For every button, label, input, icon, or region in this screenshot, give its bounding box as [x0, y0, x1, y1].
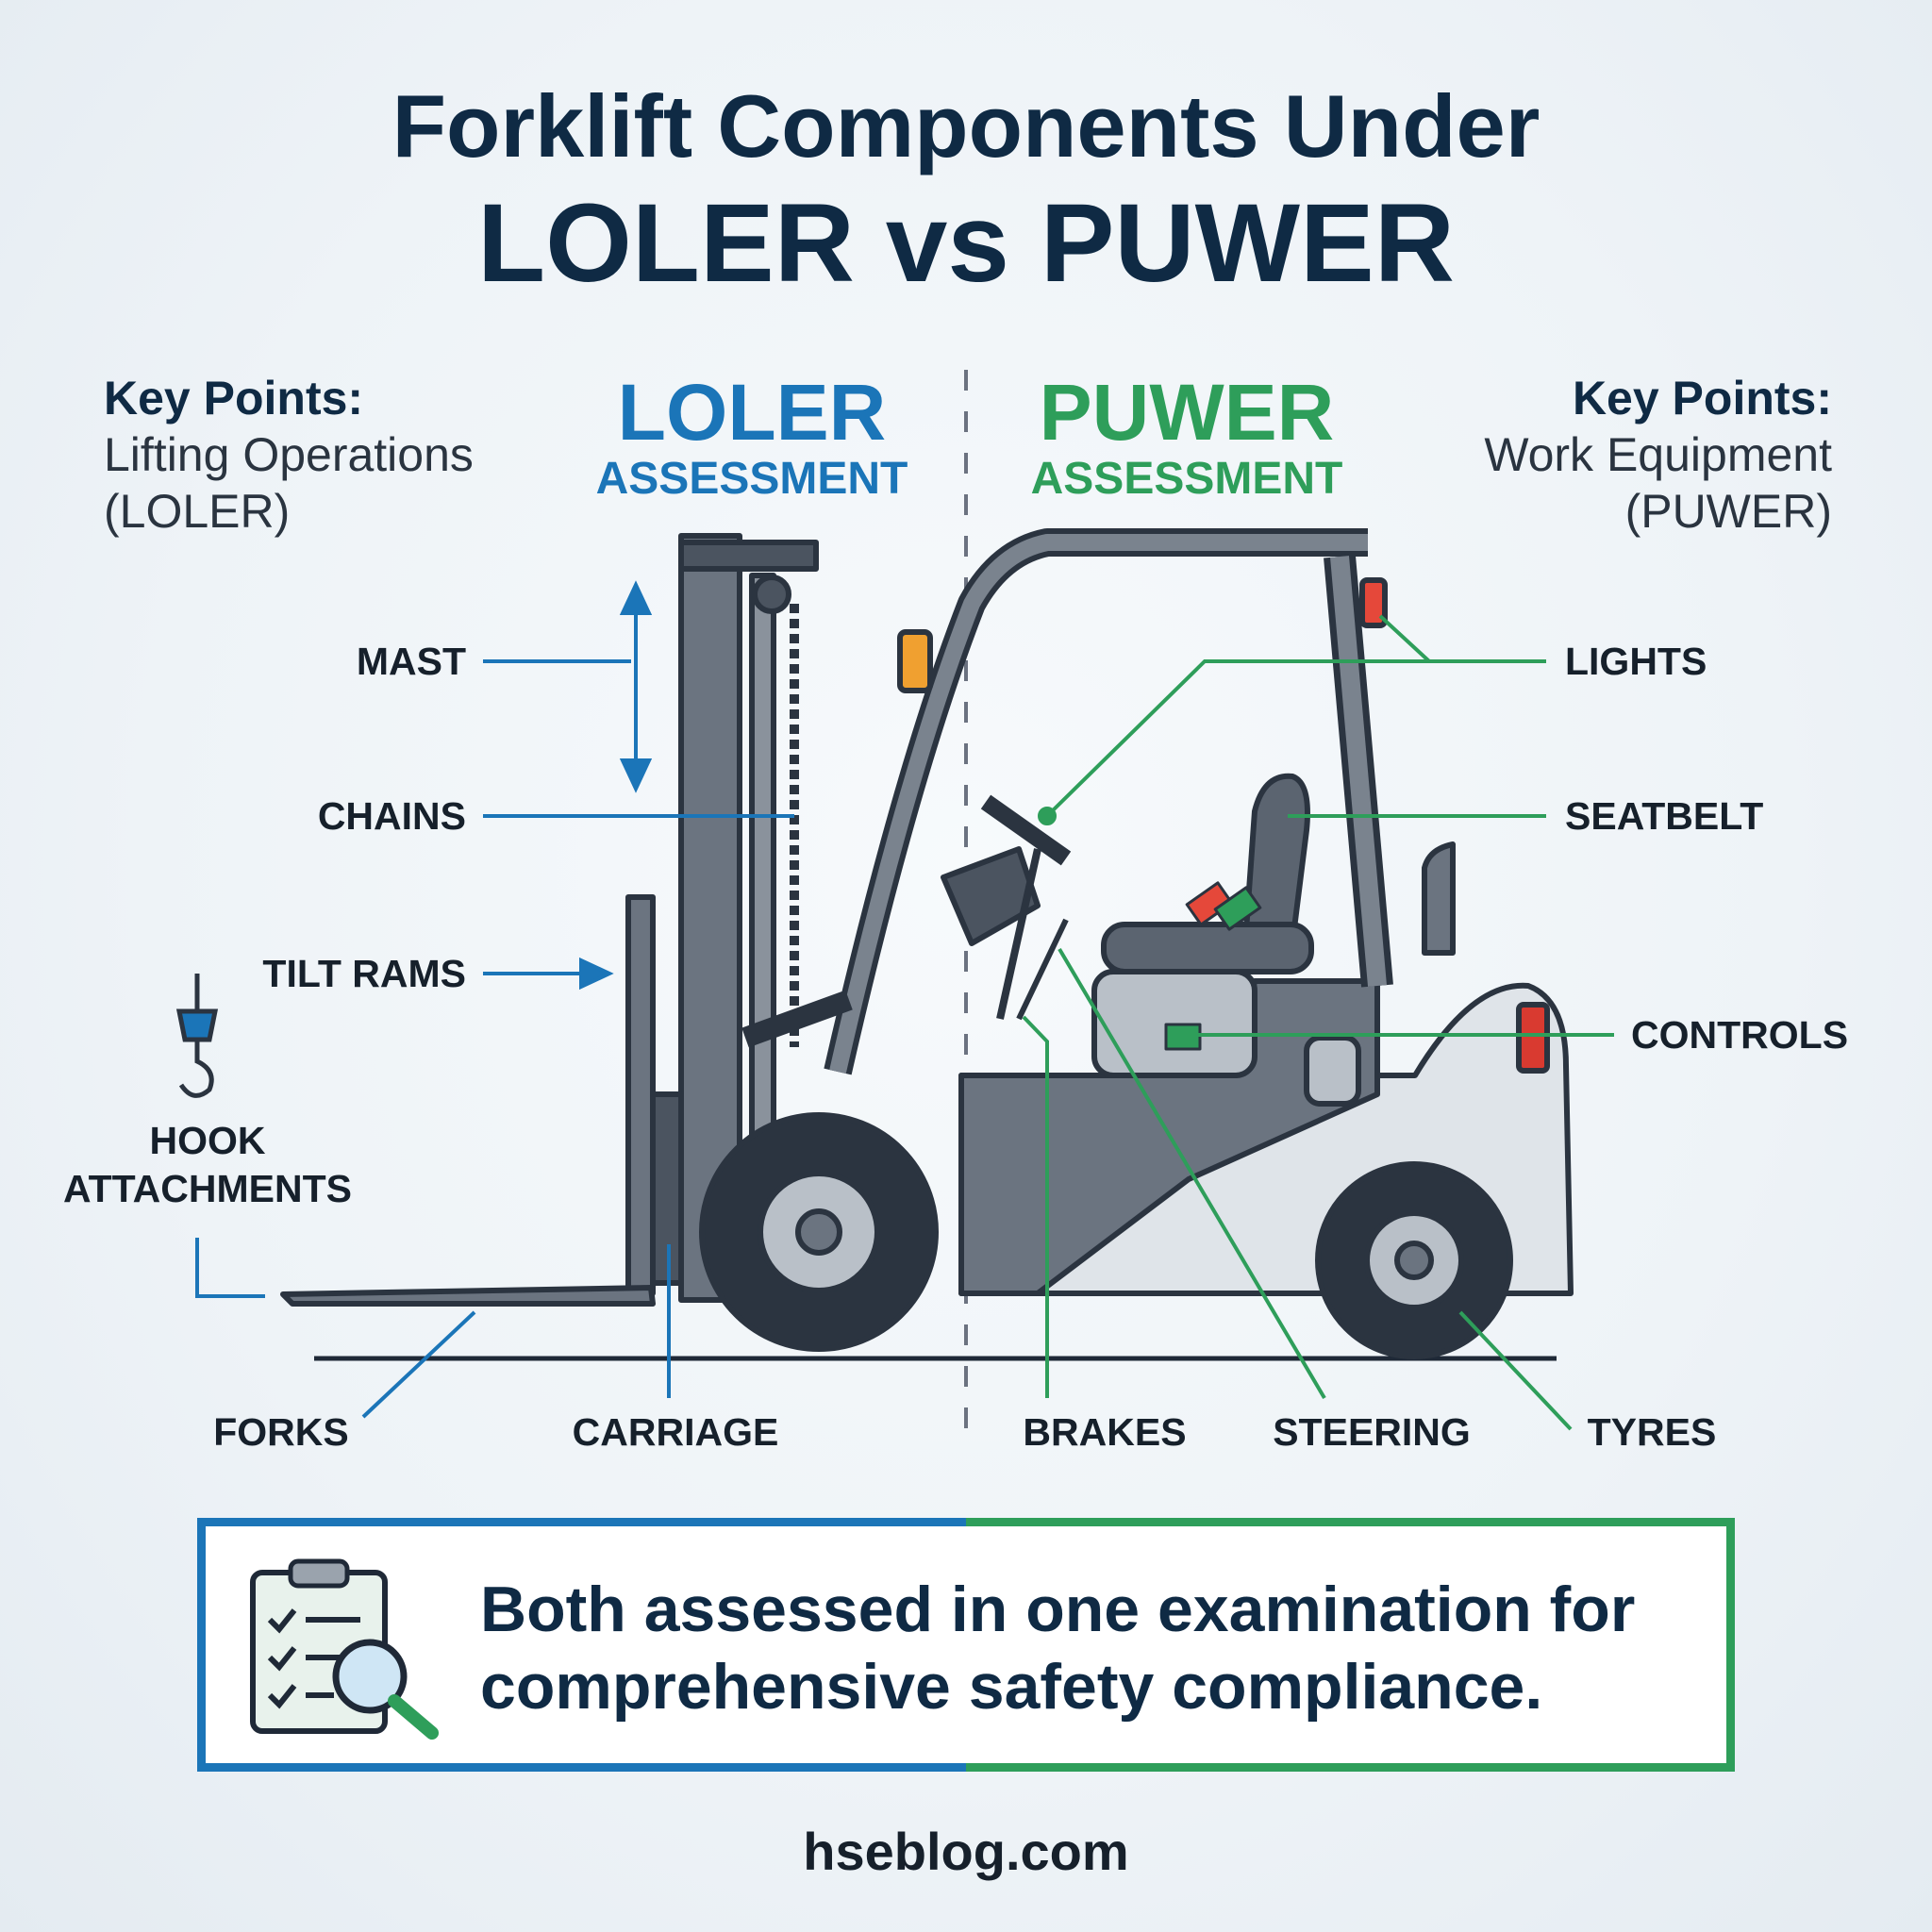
label-seatbelt: SEATBELT [1565, 794, 1764, 838]
summary-line-2: comprehensive safety compliance. [480, 1651, 1543, 1723]
tyres-leader [1458, 1310, 1573, 1431]
summary-box [197, 1518, 1735, 1772]
front-light [897, 629, 933, 693]
fuel-cap [1304, 1035, 1361, 1107]
puwer-subtitle: ASSESSMENT [1030, 454, 1343, 504]
tilt-ram [741, 990, 853, 1048]
puwer-key-points: Key Points: Work Equipment (PUWER) [1484, 370, 1832, 540]
hook-attachments-leader [195, 1238, 265, 1298]
loler-title: LOLER [617, 368, 887, 457]
hook-icon [175, 974, 219, 1098]
label-carriage: CARRIAGE [572, 1410, 779, 1454]
key-points-heading: Key Points: [1572, 372, 1832, 425]
steering-column [941, 846, 1041, 946]
label-steering: STEERING [1273, 1410, 1471, 1454]
label-attachments: ATTACHMENTS [63, 1167, 352, 1210]
clipboard-magnifier-icon [250, 1558, 439, 1740]
puwer-assessment-heading: PUWER ASSESSMENT [989, 370, 1385, 504]
seat-cushion [1101, 922, 1314, 974]
label-lights: LIGHTS [1565, 640, 1707, 683]
loler-leader-lines [195, 580, 794, 1419]
key-points-line: Lifting Operations [104, 428, 474, 481]
lights-leader [1045, 659, 1546, 818]
seat-back [1242, 773, 1310, 946]
steering-leader [1058, 947, 1326, 1400]
carriage [625, 894, 656, 1296]
title-line-1: Forklift Components Under [391, 76, 1541, 175]
key-points-heading: Key Points: [104, 372, 364, 425]
tail-light [1516, 1002, 1550, 1074]
loler-key-points: Key Points: Lifting Operations (LOLER) [104, 370, 474, 540]
rear-light [1359, 577, 1388, 628]
footer-site: hseblog.com [803, 1822, 1129, 1881]
loler-subtitle: ASSESSMENT [595, 454, 908, 504]
forks-leader [361, 1310, 476, 1419]
brakes-leader [1022, 1015, 1049, 1398]
label-chains: CHAINS [317, 794, 466, 838]
key-points-line: (PUWER) [1624, 485, 1832, 538]
key-points-line: Work Equipment [1484, 428, 1832, 481]
title-line-2: LOLER vs PUWER [477, 181, 1455, 306]
label-tyres: TYRES [1587, 1410, 1717, 1454]
label-tilt-rams: TILT RAMS [262, 952, 466, 995]
seatbelt-buckle [1185, 881, 1234, 926]
forks [280, 1285, 656, 1307]
puwer-leader-lines [1022, 614, 1614, 1431]
summary-line-1: Both assessed in one examination for [480, 1574, 1636, 1645]
key-points-line: (LOLER) [104, 485, 291, 538]
label-forks: FORKS [213, 1410, 349, 1454]
puwer-title: PUWER [1039, 368, 1335, 457]
label-controls: CONTROLS [1631, 1013, 1849, 1057]
label-brakes: BRAKES [1023, 1410, 1187, 1454]
steering-wheel [980, 794, 1072, 866]
control-levers [1016, 918, 1069, 1021]
label-hook: HOOK [149, 1119, 266, 1162]
summary-text: Both assessed in one examination for com… [480, 1571, 1635, 1725]
exhaust-stack [1422, 841, 1456, 956]
forklift-illustration [280, 528, 1574, 1359]
loler-assessment-heading: LOLER ASSESSMENT [554, 370, 950, 504]
label-mast: MAST [356, 640, 466, 683]
